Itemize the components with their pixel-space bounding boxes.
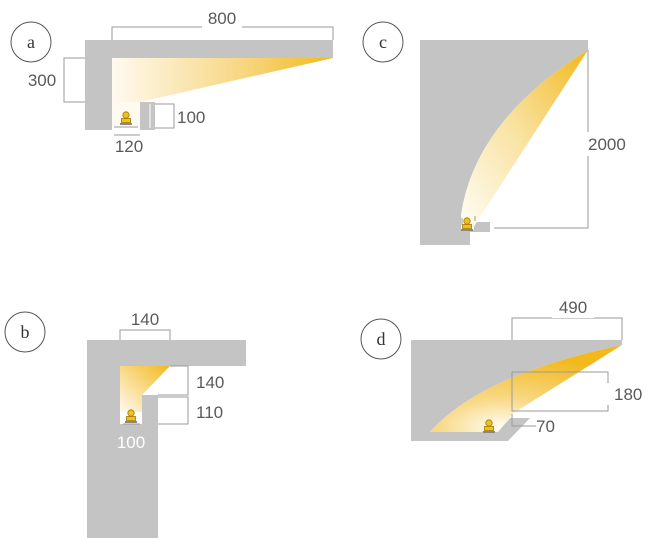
panel-label: d — [377, 329, 386, 349]
dimension-lip: 110 — [196, 403, 223, 422]
panel-label: b — [21, 322, 30, 342]
dimension-height: 180 — [614, 385, 642, 404]
panel-label: c — [379, 32, 387, 52]
dimension-line-width — [511, 317, 623, 340]
wall-corner — [87, 340, 246, 538]
dimension-line-lip — [158, 396, 189, 425]
panel-a: a 800 300 100 120 — [10, 7, 334, 156]
dimension-line-height — [63, 57, 85, 103]
panel-d: d 490 180 70 — [360, 296, 650, 441]
dimension-line-lip — [155, 103, 175, 129]
dimension-lip: 70 — [536, 417, 555, 436]
dimension-width: 490 — [559, 298, 587, 317]
dimension-drop: 140 — [196, 373, 224, 392]
light-spread — [120, 366, 170, 412]
panel-label-circle — [4, 311, 46, 353]
panel-label-circle — [360, 318, 402, 360]
ceiling-cove — [411, 340, 622, 441]
panel-label-circle — [362, 21, 404, 63]
dimension-height: 2000 — [588, 135, 626, 154]
dimension-lip: 100 — [177, 108, 205, 127]
dimension-line-height — [511, 371, 609, 412]
panel-b: b 140 140 110 100 — [4, 310, 246, 538]
panel-label: a — [27, 32, 35, 52]
dimension-depth: 120 — [115, 137, 143, 156]
dimension-height: 300 — [28, 71, 56, 90]
panel-label-circle — [10, 21, 52, 63]
dimension-line-drop — [158, 365, 189, 396]
light-spread — [461, 50, 588, 228]
dimension-line-lip — [511, 414, 536, 427]
dimension-line-width — [119, 329, 171, 340]
cove-lip — [120, 395, 158, 538]
light-spread — [430, 345, 622, 432]
dimension-width: 140 — [131, 310, 159, 329]
dimension-tick — [461, 216, 476, 225]
wall-corner — [420, 40, 588, 245]
panel-c: c 2000 — [362, 21, 640, 245]
light-spread — [112, 58, 333, 102]
dimension-width: 800 — [208, 9, 236, 28]
dimension-depth: 100 — [117, 433, 145, 452]
dimension-line-height — [494, 50, 589, 229]
cove-lip — [140, 102, 155, 130]
